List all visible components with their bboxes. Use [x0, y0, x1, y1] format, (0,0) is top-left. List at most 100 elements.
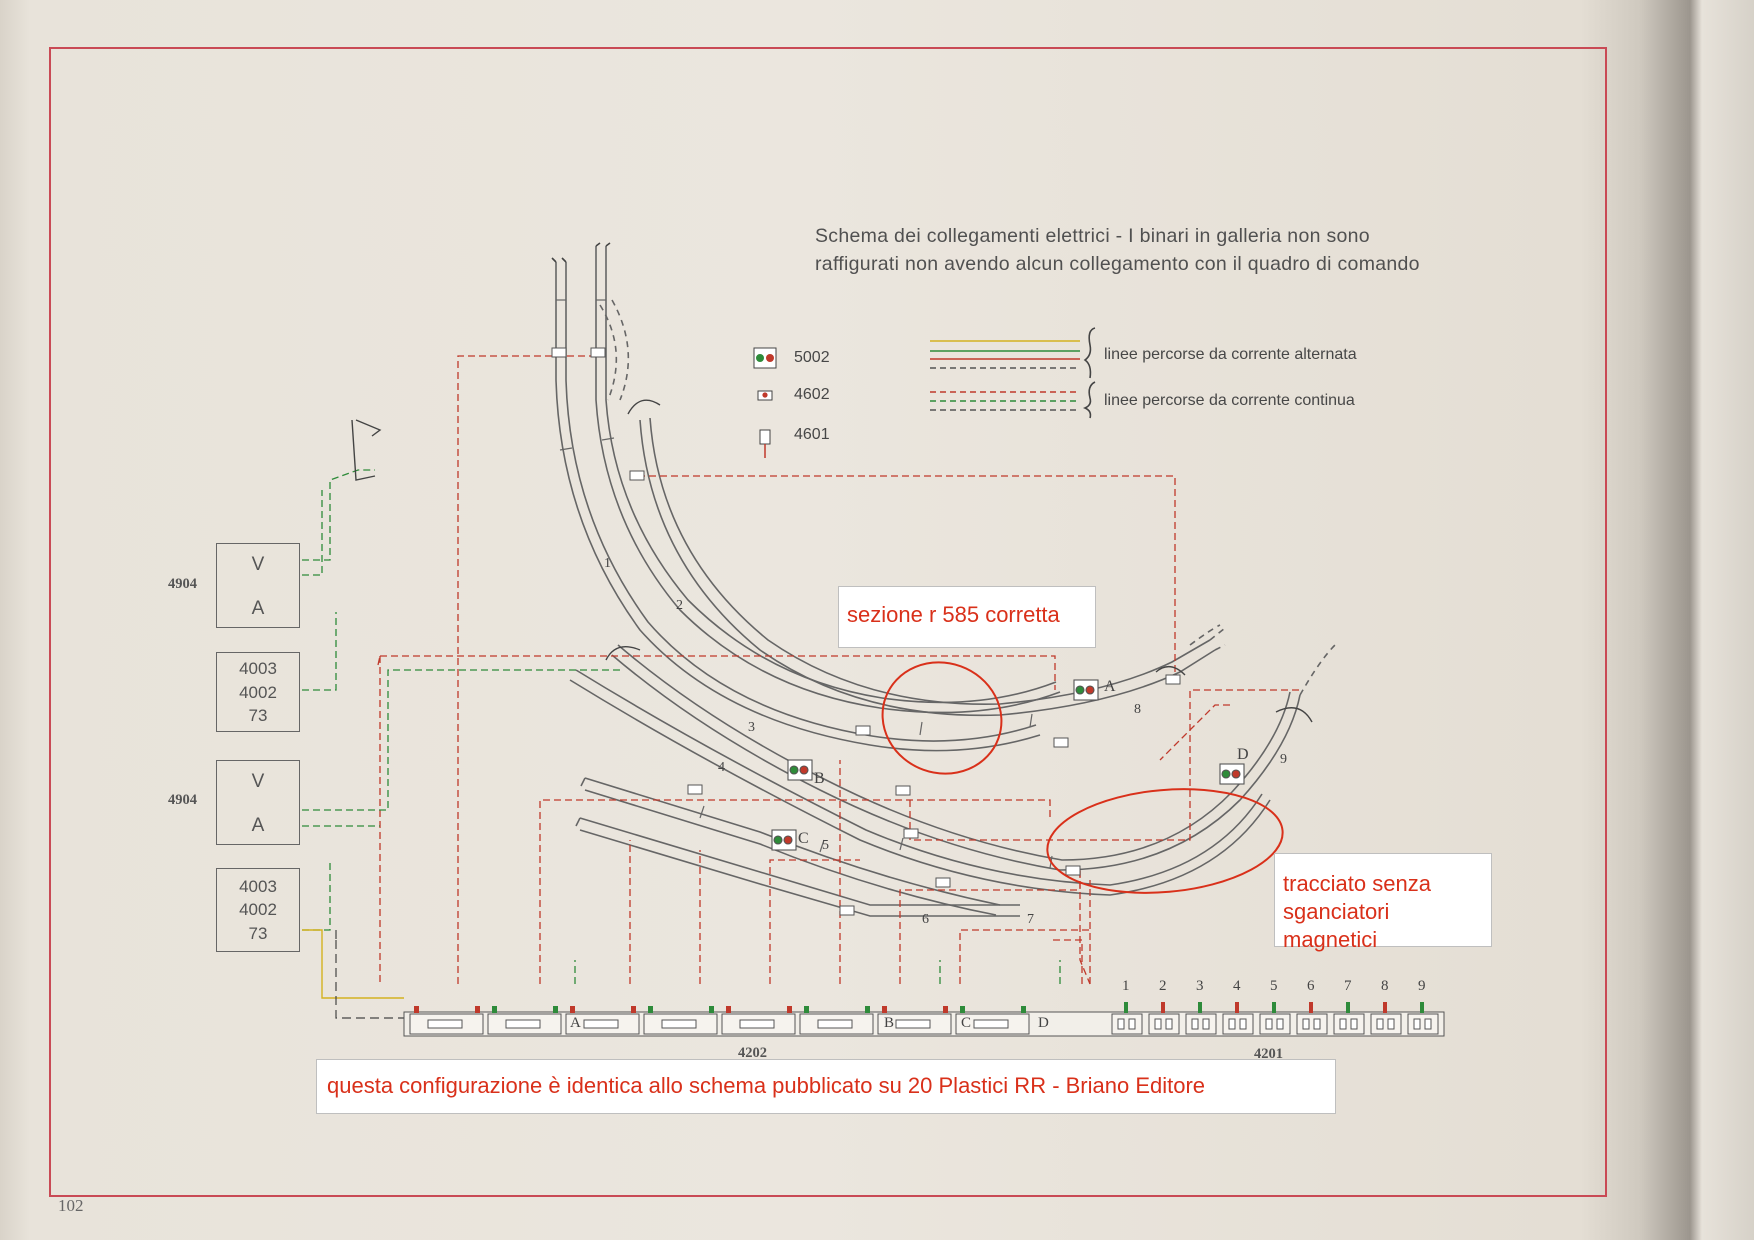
transformer-box-2: V A	[216, 760, 300, 845]
panel-label-a: A	[570, 1015, 581, 1031]
wires-green	[302, 469, 1061, 984]
panel-switch-slot	[505, 1019, 541, 1029]
panel-number-label: 6	[1307, 978, 1315, 994]
signal-label-d: D	[1237, 746, 1249, 763]
panel-contact	[1420, 1002, 1424, 1013]
panel-contact	[414, 1006, 419, 1013]
panel-number-label: 2	[1159, 978, 1167, 994]
track-stub-2b	[605, 246, 1057, 704]
transformer-label-a: A	[251, 815, 265, 836]
panel-contact	[1021, 1006, 1026, 1013]
wires-dark	[335, 930, 404, 1019]
panel-key	[1424, 1018, 1432, 1030]
wires-red	[377, 355, 1300, 985]
semaphore-icon	[351, 419, 382, 481]
signal-label-c: C	[798, 830, 809, 847]
panel-contact	[570, 1006, 575, 1013]
track-outer-b	[649, 417, 1211, 706]
controller-code-4002: 4002	[239, 683, 277, 702]
panel-contact	[865, 1006, 870, 1013]
panel-numbered-module	[1259, 1013, 1291, 1035]
panel-contact	[1346, 1002, 1350, 1013]
panel-switch-slot	[739, 1019, 775, 1029]
turnout-label-9: 9	[1280, 752, 1287, 767]
legend-line-samples	[930, 327, 1096, 419]
turnout-label-4: 4	[718, 760, 725, 775]
panel-key	[1154, 1018, 1162, 1030]
panel-label-d: D	[1038, 1015, 1049, 1031]
track-stub-1	[555, 262, 1041, 752]
panel-label-c: C	[961, 1015, 972, 1031]
panel-contact	[1235, 1002, 1239, 1013]
panel-contact	[1272, 1002, 1276, 1013]
uncoupler-markers	[551, 347, 1181, 916]
legend-label-ac: linee percorse da corrente alternata	[1104, 346, 1357, 363]
turnout-label-7: 7	[1027, 912, 1034, 927]
track-low-2b	[579, 829, 1020, 917]
panel-numbered-module	[1185, 1013, 1217, 1035]
legend-icon-5002	[753, 347, 777, 369]
transformer-label-v: V	[251, 771, 265, 792]
controller-code-4002: 4002	[239, 900, 277, 919]
page-frame	[49, 47, 1607, 1197]
controller-code-4003: 4003	[239, 659, 277, 678]
panel-switch-slot	[973, 1019, 1009, 1029]
panel-contact	[648, 1006, 653, 1013]
turnout-label-8: 8	[1134, 702, 1141, 717]
annotation-config: questa configurazione è identica allo sc…	[316, 1059, 1336, 1114]
panel-key	[1228, 1018, 1236, 1030]
panel-numbered-module	[1222, 1013, 1254, 1035]
panel-number-label: 8	[1381, 978, 1389, 994]
turnout-label-6: 6	[922, 912, 929, 927]
track-stub-1b	[565, 262, 1037, 742]
panel-key	[1376, 1018, 1384, 1030]
panel-contact	[804, 1006, 809, 1013]
panel-contact	[1161, 1002, 1165, 1013]
panel-key	[1339, 1018, 1347, 1030]
turnout-label-5: 5	[822, 838, 829, 853]
panel-contact	[553, 1006, 558, 1013]
diagram-caption: Schema dei collegamenti elettrici - I bi…	[815, 222, 1420, 278]
panel-numbered-module	[1296, 1013, 1328, 1035]
panel-numbered-module	[1148, 1013, 1180, 1035]
panel-contact	[943, 1006, 948, 1013]
legend-code-4601: 4601	[794, 426, 830, 443]
legend-icon-4601	[759, 429, 771, 458]
panel-key	[1202, 1018, 1210, 1030]
track-low-1b	[584, 789, 997, 916]
panel-key	[1302, 1018, 1310, 1030]
controller-code-73: 73	[248, 706, 268, 725]
track-outer	[639, 419, 1216, 717]
transformer-label-v: V	[251, 554, 265, 575]
signal-label-a: A	[1104, 678, 1116, 695]
track-mid-2	[569, 679, 1271, 896]
signal-label-b: B	[814, 770, 825, 787]
panel-contact	[882, 1006, 887, 1013]
panel-switch-slot	[583, 1019, 619, 1029]
legend-code-4602: 4602	[794, 386, 830, 403]
power-unit-code-1: 4904	[168, 576, 197, 592]
track-stub-2	[595, 246, 1061, 714]
track-low-2	[579, 817, 1020, 906]
panel-key	[1128, 1018, 1136, 1030]
page-number: 102	[58, 1196, 84, 1215]
panel-switch-slot	[817, 1019, 853, 1029]
panel-contact	[1309, 1002, 1313, 1013]
panel-key	[1387, 1018, 1395, 1030]
panel-code-4201: 4201	[1254, 1046, 1283, 1062]
panel-number-label: 7	[1344, 978, 1352, 994]
annotation-track: tracciato senza sganciatori magnetici	[1274, 853, 1492, 952]
panel-contact	[631, 1006, 636, 1013]
panel-switch-slot	[895, 1019, 931, 1029]
panel-contact	[1198, 1002, 1202, 1013]
panel-key	[1117, 1018, 1125, 1030]
controller-code-4003: 4003	[239, 877, 277, 896]
panel-label-b: B	[884, 1015, 895, 1031]
highlight-ellipse-section	[881, 661, 1003, 775]
transformer-label-a: A	[251, 598, 265, 619]
panel-number-label: 9	[1418, 978, 1426, 994]
panel-number-label: 5	[1270, 978, 1278, 994]
turnout-label-2: 2	[676, 598, 683, 613]
controller-box-2: 4003 4002 73	[216, 868, 300, 952]
